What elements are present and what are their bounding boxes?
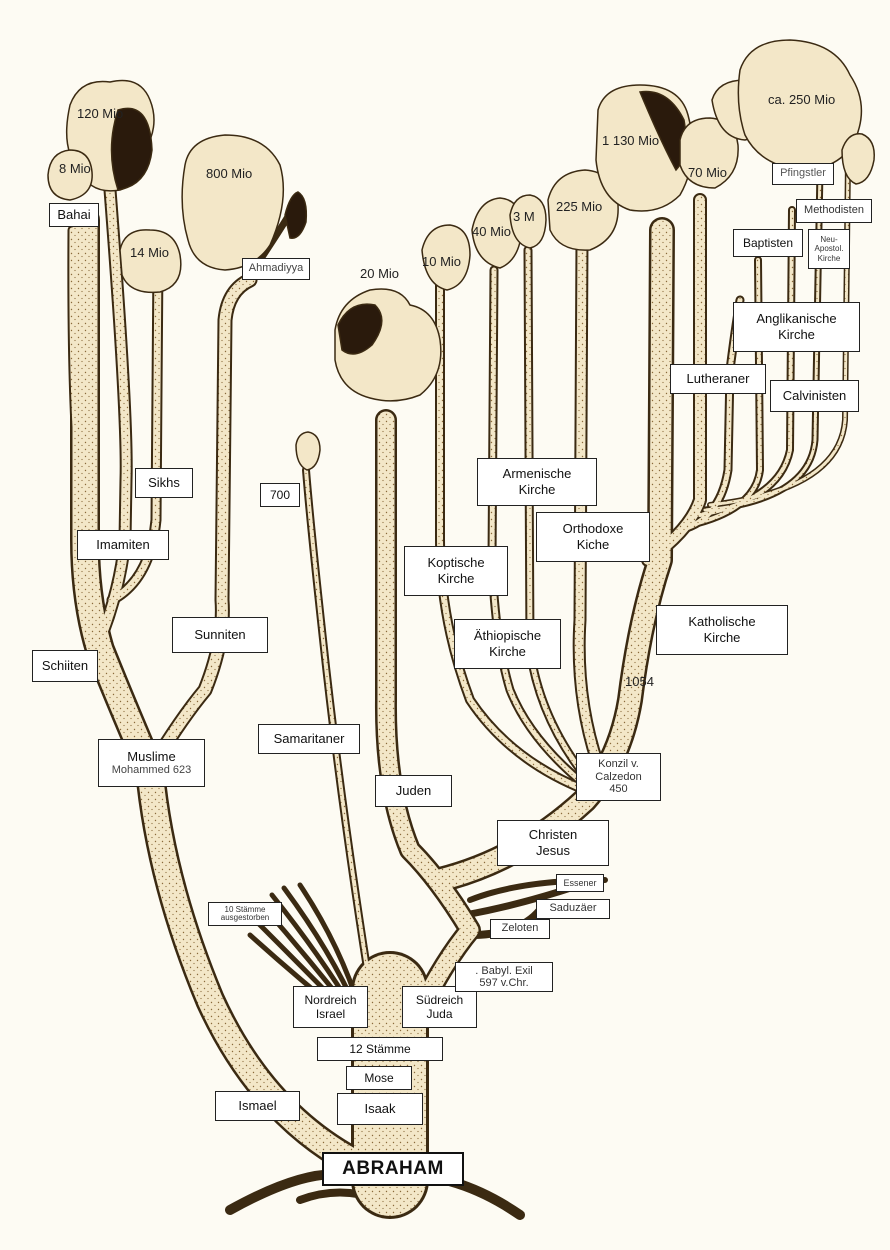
juden-label: Juden	[375, 775, 452, 807]
zeloten-label: Zeloten	[490, 919, 550, 939]
essener-label: Essener	[556, 874, 604, 892]
year-1054-label: 1054	[625, 674, 654, 689]
aethiopische-count: 40 Mio	[472, 224, 511, 239]
koptische-count: 10 Mio	[422, 254, 461, 269]
armenische-count: 3 M	[513, 209, 535, 224]
isaak-label: Isaak	[337, 1093, 423, 1125]
pfingstler-label: Pfingstler	[772, 163, 834, 185]
zwoelf-staemme-label: 12 Stämme	[317, 1037, 443, 1061]
calvinisten-label: Calvinisten	[770, 380, 859, 412]
saduzaeer-label: Saduzäer	[536, 899, 610, 919]
ismael-label: Ismael	[215, 1091, 300, 1121]
bahai-count: 8 Mio	[59, 161, 91, 176]
protestant-count: 70 Mio	[688, 165, 727, 180]
imamiten-count: 120 Mio	[77, 106, 123, 121]
schiiten-label: Schiiten	[32, 650, 98, 682]
bahai-label: Bahai	[49, 203, 99, 227]
mose-label: Mose	[346, 1066, 412, 1090]
juden-count: 20 Mio	[360, 266, 399, 281]
ahmadiyya-label: Ahmadiyya	[242, 258, 310, 280]
free-churches-count: ca. 250 Mio	[768, 92, 835, 107]
root-abraham-label: ABRAHAM	[322, 1152, 464, 1186]
lutheraner-label: Lutheraner	[670, 364, 766, 394]
samaritaner-count-label: 700	[260, 483, 300, 507]
sunniten-label: Sunniten	[172, 617, 268, 653]
imamiten-label: Imamiten	[77, 530, 169, 560]
sikhs-label: Sikhs	[135, 468, 193, 498]
methodisten-label: Methodisten	[796, 199, 872, 223]
samaritaner-label: Samaritaner	[258, 724, 360, 754]
orthodoxe-count: 225 Mio	[556, 199, 602, 214]
neuapostolische-kirche-label: Neu-Apostol.Kirche	[808, 229, 850, 269]
sunniten-count: 800 Mio	[206, 166, 252, 181]
katholische-count: 1 130 Mio	[602, 133, 659, 148]
baptisten-label: Baptisten	[733, 229, 803, 257]
branch-outlines	[72, 160, 848, 1215]
sikhs-count: 14 Mio	[130, 245, 169, 260]
